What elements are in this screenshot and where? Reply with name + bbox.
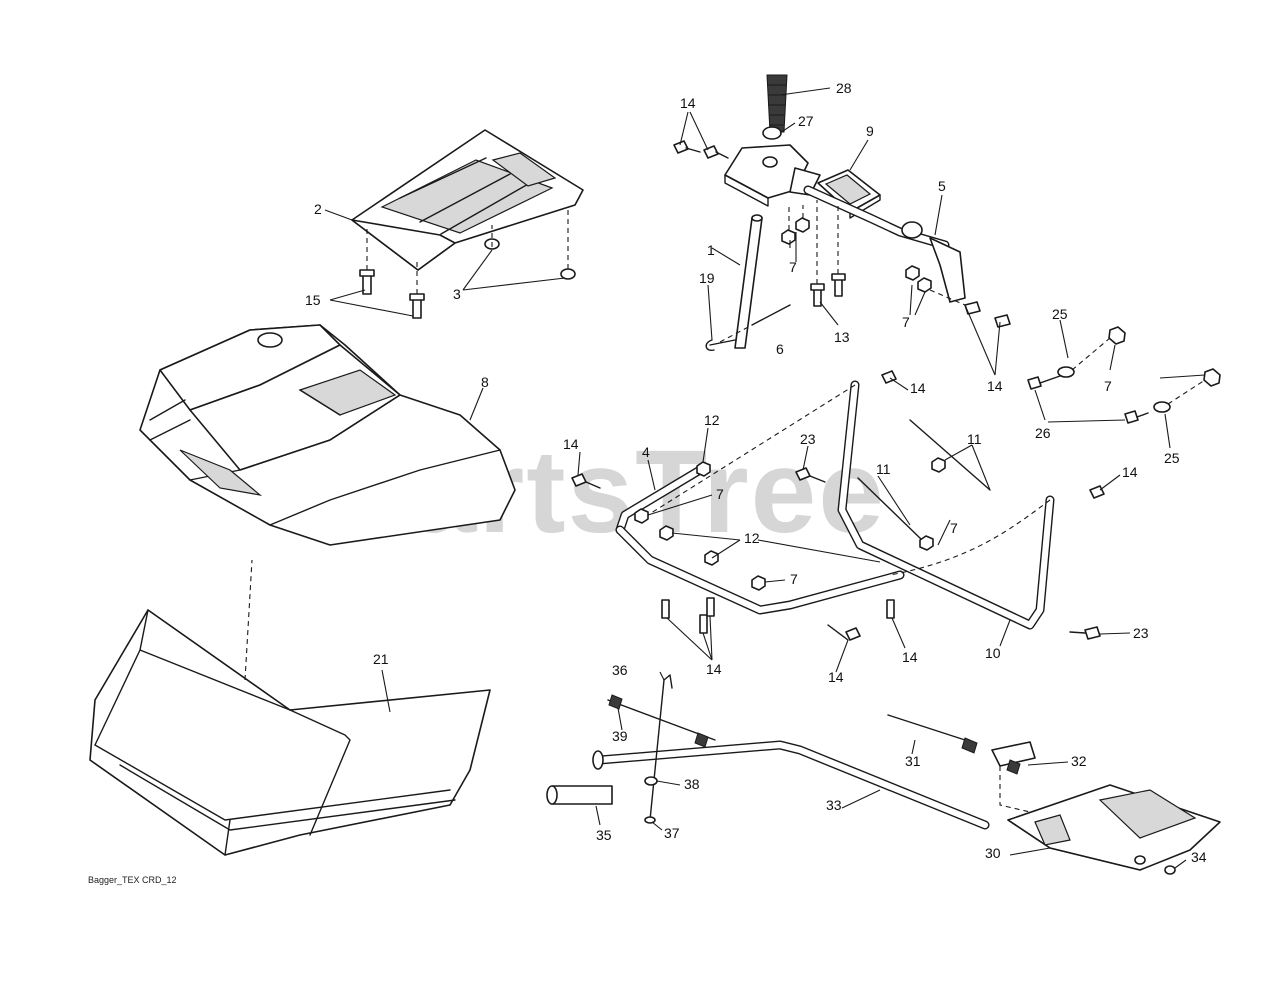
callout-23: 23 bbox=[800, 431, 816, 447]
leader-lines bbox=[324, 87, 1206, 869]
part-3-washers bbox=[484, 206, 576, 280]
part-13-bolts bbox=[810, 200, 846, 307]
callout-32: 32 bbox=[1071, 753, 1087, 769]
part-9-bracket bbox=[817, 169, 881, 219]
callout-27: 27 bbox=[798, 113, 814, 129]
diagram-caption: Bagger_TEX CRD_12 bbox=[88, 875, 177, 885]
callout-2: 2 bbox=[314, 201, 322, 217]
part-31-rod bbox=[887, 714, 978, 754]
callout-33: 33 bbox=[826, 797, 842, 813]
callout-36: 36 bbox=[612, 662, 628, 678]
callout-7: 7 bbox=[716, 486, 724, 502]
callout-37: 37 bbox=[664, 825, 680, 841]
callout-6: 6 bbox=[776, 341, 784, 357]
callout-10: 10 bbox=[985, 645, 1001, 661]
callout-39: 39 bbox=[612, 728, 628, 744]
callout-9: 9 bbox=[866, 123, 874, 139]
part-33-handle-bar bbox=[592, 740, 990, 830]
callout-28: 28 bbox=[836, 80, 852, 96]
callout-7: 7 bbox=[950, 520, 958, 536]
part-34-screw bbox=[1164, 865, 1176, 875]
callout-25: 25 bbox=[1052, 306, 1068, 322]
part-12-nuts bbox=[659, 461, 719, 566]
callout-31: 31 bbox=[905, 753, 921, 769]
callout-38: 38 bbox=[684, 776, 700, 792]
callout-19: 19 bbox=[699, 270, 715, 286]
callout-7: 7 bbox=[1104, 378, 1112, 394]
callout-8: 8 bbox=[481, 374, 489, 390]
part-6-pin bbox=[719, 304, 791, 343]
part-7-nuts-middle bbox=[634, 457, 946, 591]
callout-1: 1 bbox=[707, 242, 715, 258]
callout-34: 34 bbox=[1191, 849, 1207, 865]
callout-12: 12 bbox=[744, 530, 760, 546]
part-10-frame-rail bbox=[639, 380, 1055, 630]
part-35-grip bbox=[546, 785, 613, 805]
callout-7: 7 bbox=[790, 571, 798, 587]
part-2-upper-cover bbox=[351, 129, 584, 271]
part-25-26-hardware bbox=[1027, 326, 1221, 424]
callout-30: 30 bbox=[985, 845, 1001, 861]
part-11-rods bbox=[857, 419, 991, 541]
part-21-collector bbox=[89, 559, 491, 856]
callout-labels: 28 27 9 5 14 1 19 6 7 13 7 14 25 7 26 25… bbox=[305, 80, 1207, 865]
callout-21: 21 bbox=[373, 651, 389, 667]
callout-7: 7 bbox=[902, 314, 910, 330]
callout-14: 14 bbox=[902, 649, 918, 665]
part-1-rod bbox=[734, 214, 763, 349]
part-8-hood bbox=[139, 324, 516, 546]
callout-14: 14 bbox=[987, 378, 1003, 394]
part-38-37-washers bbox=[644, 776, 658, 824]
callout-13: 13 bbox=[834, 329, 850, 345]
part-19-pin bbox=[705, 339, 736, 351]
callout-14: 14 bbox=[680, 95, 696, 111]
part-5-shaft bbox=[803, 185, 966, 303]
callout-14: 14 bbox=[1122, 464, 1138, 480]
callout-5: 5 bbox=[938, 178, 946, 194]
callout-3: 3 bbox=[453, 286, 461, 302]
callout-11: 11 bbox=[876, 461, 891, 477]
callout-15: 15 bbox=[305, 292, 321, 308]
callout-14: 14 bbox=[563, 436, 579, 452]
callout-14: 14 bbox=[706, 661, 722, 677]
callout-25: 25 bbox=[1164, 450, 1180, 466]
callout-23: 23 bbox=[1133, 625, 1149, 641]
part-4-frame-rail bbox=[615, 465, 905, 615]
callout-26: 26 bbox=[1035, 425, 1051, 441]
part-30-cover bbox=[1007, 784, 1221, 871]
part-15-bolts bbox=[359, 226, 425, 319]
callout-4: 4 bbox=[642, 444, 650, 460]
part-27-ring bbox=[762, 126, 782, 140]
callout-14: 14 bbox=[828, 669, 844, 685]
callout-11: 11 bbox=[967, 431, 982, 447]
callout-7: 7 bbox=[789, 259, 797, 275]
part-7-nuts-upper bbox=[781, 205, 932, 293]
part-32-bracket bbox=[991, 741, 1036, 813]
callout-14: 14 bbox=[910, 380, 926, 396]
part-upper-frame-plate bbox=[724, 144, 821, 207]
part-36-rod bbox=[649, 674, 673, 821]
part-39-spring bbox=[607, 694, 716, 748]
callout-35: 35 bbox=[596, 827, 612, 843]
part-28-grip bbox=[766, 74, 788, 133]
callout-12: 12 bbox=[704, 412, 720, 428]
